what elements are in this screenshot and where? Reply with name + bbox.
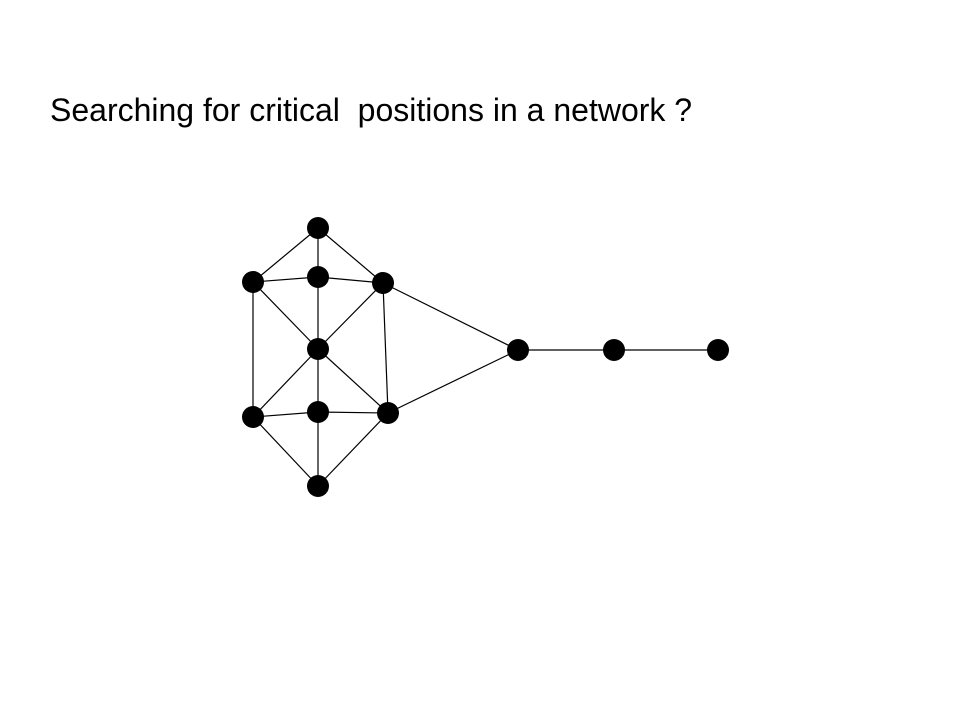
- slide-title: Searching for critical positions in a ne…: [50, 92, 693, 128]
- edge-upper-left-center: [252, 281, 319, 350]
- node-chain-middle: [603, 339, 625, 361]
- edge-center-lower-right: [317, 348, 389, 414]
- node-lower-left: [242, 406, 264, 428]
- node-chain-end: [707, 339, 729, 361]
- edge-top-upper-left: [252, 227, 319, 283]
- node-lower-right: [377, 402, 399, 424]
- node-bridge: [507, 339, 529, 361]
- edge-top-upper-right: [317, 227, 384, 284]
- node-upper-right: [372, 272, 394, 294]
- edge-center-lower-left: [252, 348, 319, 418]
- edge-lower-center-lower-right: [317, 411, 389, 414]
- node-bottom: [307, 475, 329, 497]
- node-upper-left: [242, 271, 264, 293]
- node-center: [307, 338, 329, 360]
- edge-lower-right-bridge: [387, 349, 519, 414]
- edge-upper-right-bridge: [382, 282, 519, 351]
- edge-upper-right-center: [317, 282, 384, 350]
- edge-upper-right-lower-right: [382, 282, 389, 414]
- node-lower-center: [307, 401, 329, 423]
- edge-lower-left-bottom: [252, 416, 319, 487]
- node-top: [307, 217, 329, 239]
- node-layer: [242, 217, 729, 497]
- edge-lower-right-bottom: [317, 412, 389, 487]
- node-upper-center: [307, 266, 329, 288]
